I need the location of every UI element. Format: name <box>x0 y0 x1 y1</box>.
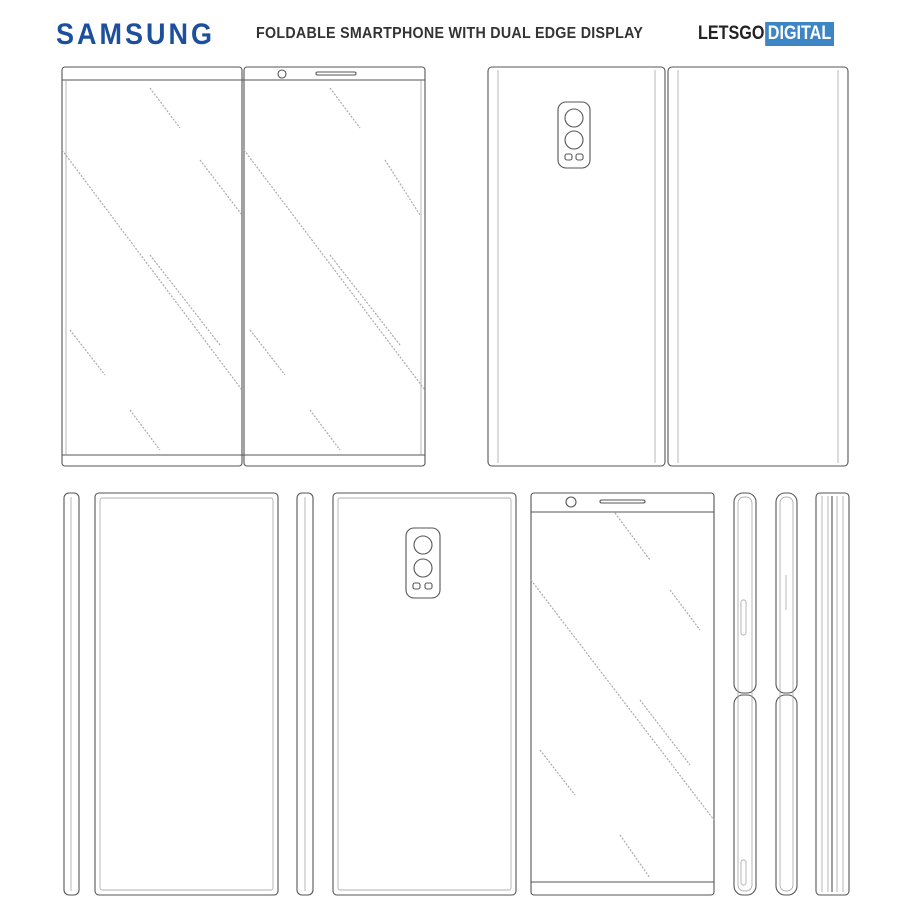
edge-view-1 <box>733 492 757 896</box>
back-panel-view <box>94 492 279 896</box>
rear-camera-module <box>557 101 591 169</box>
unfolded-back-view <box>487 66 849 467</box>
samsung-logo: SAMSUNG <box>56 16 216 50</box>
back-view-folded <box>332 492 517 896</box>
page-title: FOLDABLE SMARTPHONE WITH DUAL EDGE DISPL… <box>256 25 644 42</box>
logo-part1: LETSGO <box>698 23 765 44</box>
side-view-middle <box>296 492 314 896</box>
front-camera-icon <box>565 496 577 508</box>
speaker-grille <box>315 71 357 76</box>
unfolded-front-view <box>61 66 426 467</box>
logo-part2: DIGITAL <box>765 22 834 46</box>
side-view-left <box>63 492 80 896</box>
front-camera-icon <box>277 69 287 79</box>
side-view-folded <box>815 492 850 896</box>
front-view-folded <box>530 492 715 896</box>
edge-view-2 <box>775 492 798 896</box>
rear-camera-module <box>405 527 441 599</box>
